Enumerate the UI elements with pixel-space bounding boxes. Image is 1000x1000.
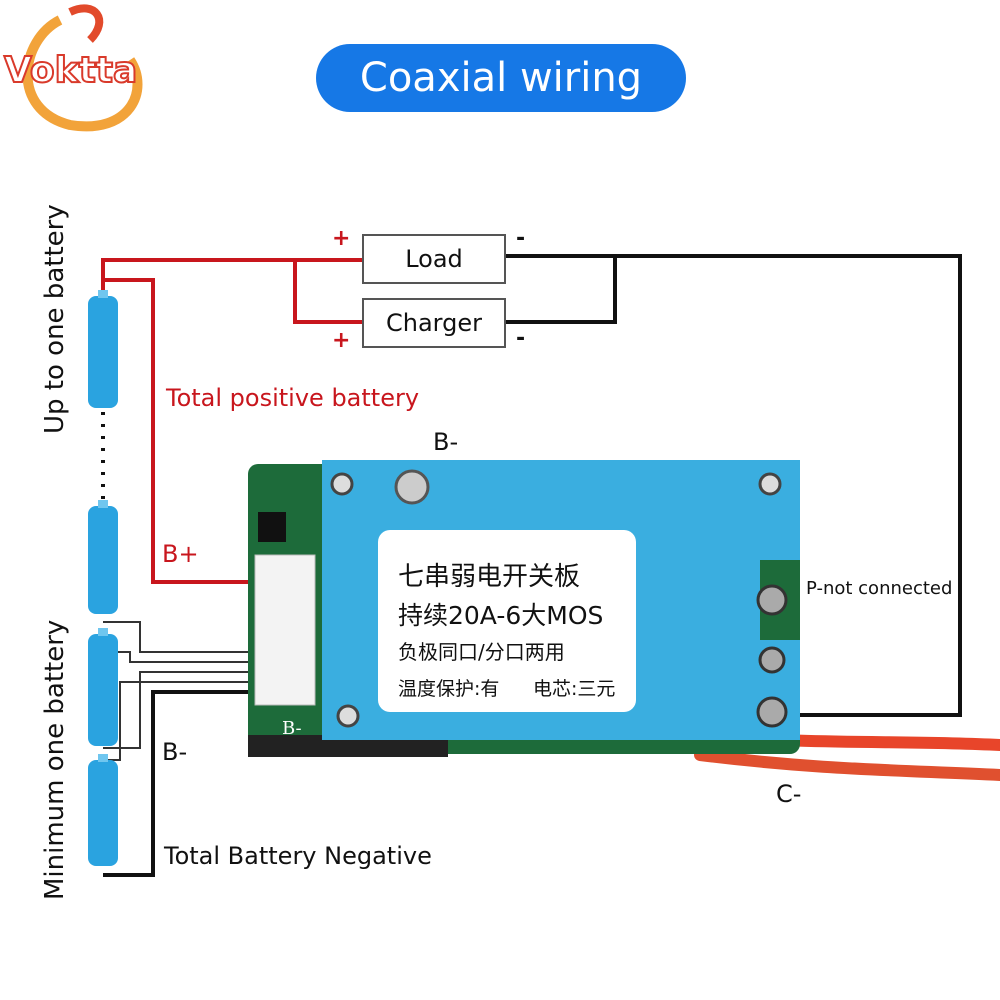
charger-box: Charger xyxy=(362,298,506,348)
b-plus-label: B+ xyxy=(162,540,199,568)
battery-cells xyxy=(88,290,118,866)
bms-board xyxy=(248,460,800,757)
charger-minus-sign: - xyxy=(516,326,526,351)
load-plus-sign: + xyxy=(332,226,351,251)
load-negative-wire xyxy=(503,254,962,717)
brand-logo-swirl xyxy=(22,4,143,132)
terminal-p1 xyxy=(756,584,788,616)
top-positive-wire xyxy=(101,258,365,300)
terminal-p2 xyxy=(758,646,786,674)
connector xyxy=(254,554,316,706)
sticker-line-1: 七串弱电开关板 xyxy=(398,562,581,592)
screw-b-minus xyxy=(394,469,430,505)
page-title: Coaxial wiring xyxy=(316,44,686,112)
up-to-one-battery-label: Up to one battery xyxy=(40,204,70,434)
b-plus-wire xyxy=(103,278,255,584)
chip xyxy=(258,512,286,542)
charger-negative-wire xyxy=(503,256,617,324)
b-minus-wire xyxy=(103,690,255,877)
battery-cell-3 xyxy=(88,628,118,746)
load-box: Load xyxy=(362,234,506,284)
load-minus-sign: - xyxy=(516,226,526,251)
battery-cell-2 xyxy=(88,500,118,614)
charger-plus-sign: + xyxy=(332,328,351,353)
positive-wires xyxy=(101,258,365,584)
negative-wires xyxy=(103,254,962,877)
b-minus-left-label: B- xyxy=(162,738,188,766)
c-minus-label: C- xyxy=(776,780,802,808)
p-not-connected-label: P-not connected xyxy=(806,578,953,599)
minimum-one-battery-label: Minimum one battery xyxy=(40,619,70,900)
brand-logo: Voktta xyxy=(3,49,138,92)
sticker-line-4b: 电芯:三元 xyxy=(533,678,616,700)
battery-cell-1 xyxy=(88,290,118,408)
terminal-c xyxy=(756,696,788,728)
total-positive-label: Total positive battery xyxy=(166,384,420,412)
sticker xyxy=(378,530,636,712)
screw-top-left xyxy=(330,472,354,496)
charger-positive-wire xyxy=(293,260,365,324)
battery-cell-4 xyxy=(88,754,118,866)
screw-top-right xyxy=(758,472,782,496)
total-negative-label: Total Battery Negative xyxy=(164,842,432,870)
screw-bottom-left xyxy=(336,704,360,728)
sticker-line-4a: 温度保护:有 xyxy=(398,678,500,700)
b-minus-top-label: B- xyxy=(433,428,459,456)
sticker-line-2: 持续20A-6大MOS xyxy=(398,601,604,630)
sticker-line-3: 负极同口/分口两用 xyxy=(398,640,565,664)
board-b-minus-marking: B- xyxy=(282,718,302,739)
